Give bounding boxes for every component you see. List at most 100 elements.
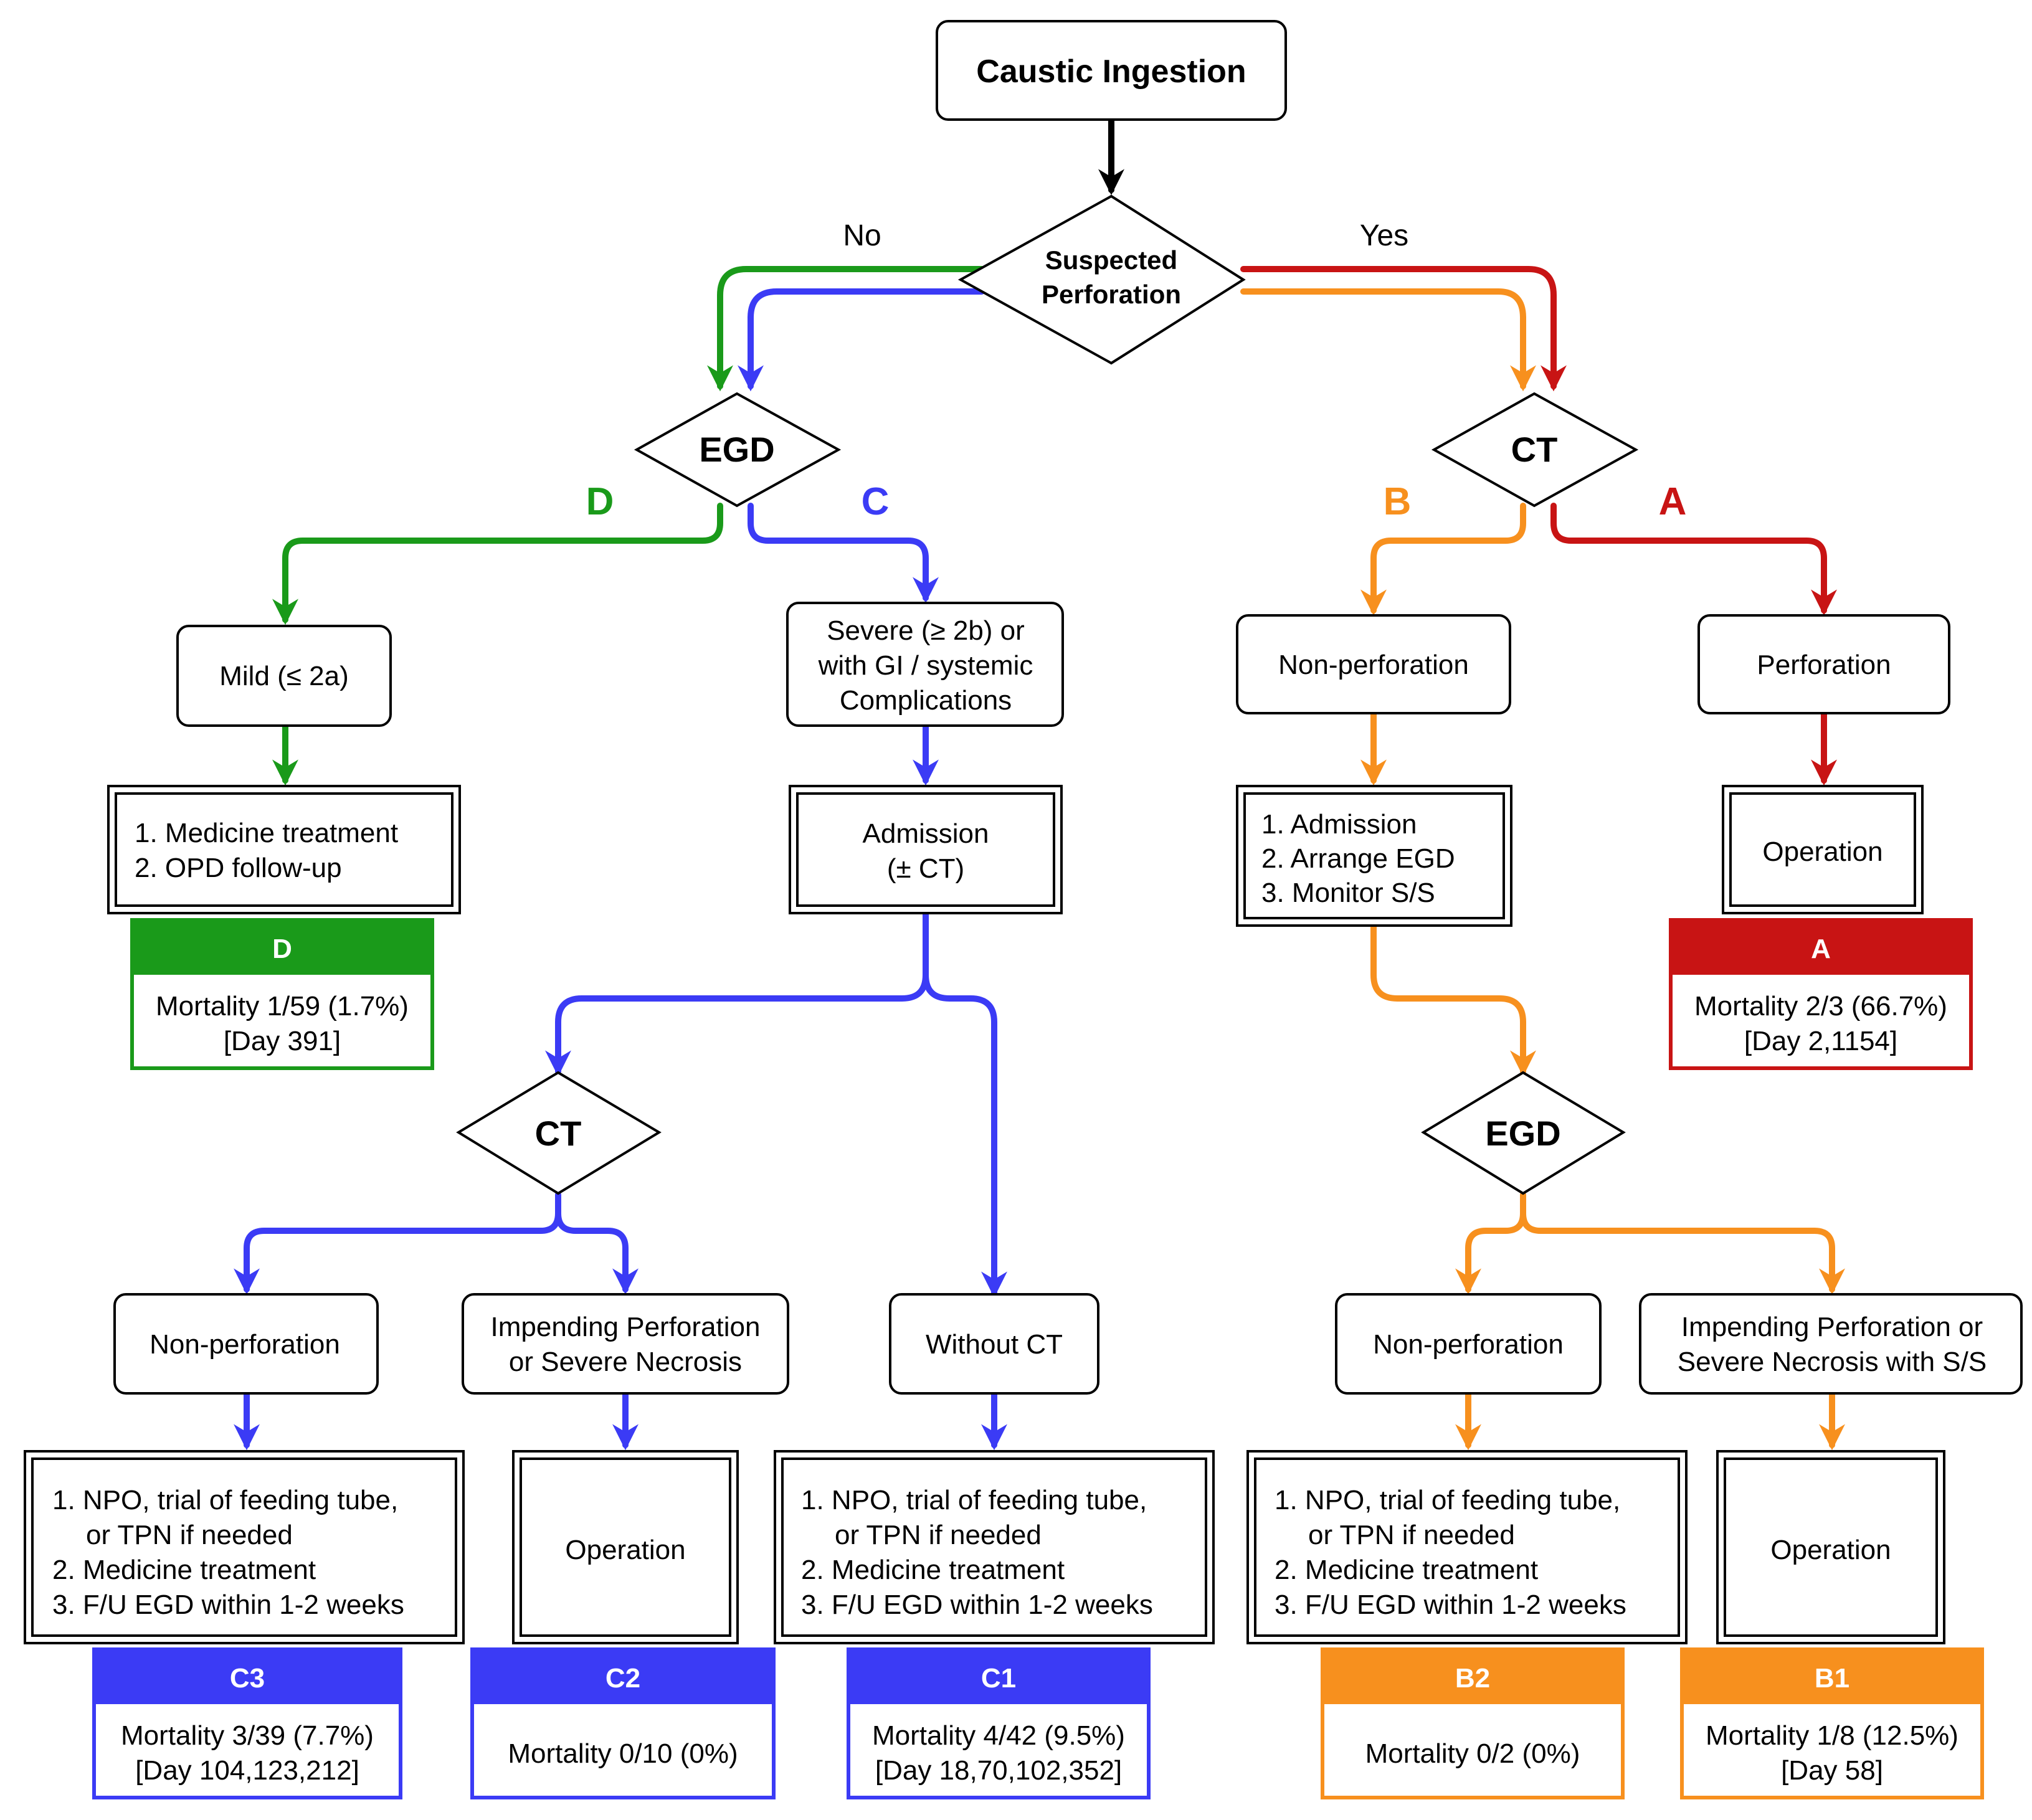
c1-plan-line3: 2. Medicine treatment <box>801 1555 1065 1585</box>
decision-label-line1: Suspected <box>1045 245 1177 275</box>
outcome-d-code: D <box>272 934 292 964</box>
outcome-b1-code: B1 <box>1815 1663 1849 1694</box>
arrow-egd-to-b-impending <box>1520 1210 1845 1295</box>
outcome-c3-line1: Mortality 3/39 (7.7%) <box>121 1720 374 1751</box>
b2-plan-line2: or TPN if needed <box>1308 1520 1515 1550</box>
b2-plan-line4: 3. F/U EGD within 1-2 weeks <box>1275 1590 1626 1620</box>
outcome-c3-line2: [Day 104,123,212] <box>135 1755 359 1786</box>
ct-diamond-right <box>1431 392 1639 508</box>
c2-operation-label: Operation <box>565 1535 685 1565</box>
c1-plan-line2: or TPN if needed <box>835 1520 1042 1550</box>
admission-line1: Admission <box>863 818 989 849</box>
no-label: No <box>843 219 881 252</box>
ct-right-label: CT <box>1511 430 1558 469</box>
c1-plan-line4: 3. F/U EGD within 1-2 weeks <box>801 1590 1153 1620</box>
arrow-ct-to-perf <box>1550 503 1837 616</box>
outcome-b2-line1: Mortality 0/2 (0%) <box>1365 1738 1580 1769</box>
start-node <box>936 20 1287 121</box>
without-ct-label: Without CT <box>926 1329 1063 1360</box>
egd-diamond-right <box>1421 1071 1626 1195</box>
b-impending-box <box>1639 1293 2023 1395</box>
outcome-a <box>1669 918 1973 1070</box>
without-ct-box <box>889 1293 1099 1395</box>
ct-mid-label: CT <box>535 1114 582 1153</box>
admission-line2: (± CT) <box>887 853 964 884</box>
outcome-c1-line2: [Day 18,70,102,352] <box>875 1755 1122 1786</box>
outcome-c1 <box>847 1647 1151 1799</box>
a-operation-box <box>1722 785 1924 914</box>
start-label: Caustic Ingestion <box>976 54 1246 90</box>
arrow-admission-to-ct <box>545 911 929 1077</box>
c3-plan-box <box>24 1450 465 1644</box>
decision-diamond <box>957 194 1246 365</box>
b1-operation-label: Operation <box>1770 1535 1891 1565</box>
egd-diamond-left <box>634 392 842 508</box>
severe-line1: Severe (≥ 2b) or <box>827 615 1025 646</box>
outcome-c1-line1: Mortality 4/42 (9.5%) <box>872 1720 1125 1751</box>
pathway-label-d: D <box>586 480 614 523</box>
outcome-d-line1: Mortality 1/59 (1.7%) <box>156 991 409 1021</box>
pathway-label-b: B <box>1384 480 1412 523</box>
outcome-d-line2: [Day 391] <box>224 1026 341 1056</box>
outcome-c2-line1: Mortality 0/10 (0%) <box>508 1738 738 1769</box>
c-impending-line1: Impending Perforation <box>491 1312 761 1342</box>
arrow-yes-orange <box>1240 288 1536 392</box>
outcome-b1 <box>1680 1647 1984 1799</box>
arrow-ct-to-c-impending <box>555 1210 639 1295</box>
nonperf-top-box <box>1236 614 1511 714</box>
d-treatment-line2: 2. OPD follow-up <box>135 853 342 883</box>
a-operation-label: Operation <box>1762 837 1882 867</box>
c-impending-box <box>462 1293 789 1395</box>
c3-plan-line4: 3. F/U EGD within 1-2 weeks <box>52 1590 404 1620</box>
severe-line2: with GI / systemic <box>818 650 1033 681</box>
severe-box <box>786 602 1064 727</box>
outcome-c3-code: C3 <box>230 1663 265 1694</box>
c2-operation-box <box>512 1450 739 1644</box>
arrow-plan-to-egd <box>1370 923 1536 1077</box>
arrow-egd-to-severe <box>748 503 939 604</box>
c1-plan-box <box>774 1450 1215 1644</box>
mild-box <box>176 625 392 727</box>
outcome-a-line1: Mortality 2/3 (66.7%) <box>1694 991 1947 1021</box>
outcome-c2 <box>470 1647 776 1799</box>
b-plan-line2: 2. Arrange EGD <box>1261 843 1455 874</box>
arrow-admission-to-without-ct <box>923 972 1007 1298</box>
outcome-a-line2: [Day 2,1154] <box>1744 1026 1897 1056</box>
decision-label-line2: Perforation <box>1042 280 1181 309</box>
outcome-c2-code: C2 <box>605 1663 640 1694</box>
outcome-b2-code: B2 <box>1455 1663 1490 1694</box>
admission-box <box>789 785 1063 914</box>
b-nonperf-box <box>1335 1293 1602 1395</box>
yes-label: Yes <box>1360 219 1408 252</box>
b1-operation-box <box>1716 1450 1945 1644</box>
b-impending-line2: Severe Necrosis with S/S <box>1678 1347 1987 1377</box>
arrow-egd-to-mild <box>272 503 723 625</box>
arrow-no-blue <box>738 288 985 392</box>
pathway-label-c: C <box>862 480 890 523</box>
mild-label: Mild (≤ 2a) <box>219 661 349 691</box>
egd-right-label: EGD <box>1485 1114 1560 1153</box>
b2-plan-line3: 2. Medicine treatment <box>1275 1555 1538 1585</box>
arrow-ct-to-nonperf <box>1360 503 1526 616</box>
c-nonperf-label: Non-perforation <box>150 1329 340 1360</box>
c1-plan-line1: 1. NPO, trial of feeding tube, <box>801 1485 1147 1515</box>
perf-top-box <box>1697 614 1950 714</box>
outcome-b1-line1: Mortality 1/8 (12.5%) <box>1706 1720 1958 1751</box>
b-plan-line1: 1. Admission <box>1261 809 1417 840</box>
egd-left-label: EGD <box>699 430 774 469</box>
nonperf-top-label: Non-perforation <box>1278 650 1469 680</box>
b-plan-line3: 3. Monitor S/S <box>1261 878 1435 908</box>
b-impending-line1: Impending Perforation or <box>1681 1312 1983 1342</box>
d-treatment-box <box>107 785 461 914</box>
outcome-d <box>130 918 434 1070</box>
b2-plan-box <box>1246 1450 1688 1644</box>
outcome-c3 <box>92 1647 402 1799</box>
ct-diamond-mid <box>456 1071 662 1195</box>
perf-top-label: Perforation <box>1757 650 1891 680</box>
outcome-c1-code: C1 <box>981 1663 1016 1694</box>
arrow-ct-to-c-nonperf <box>234 1192 561 1295</box>
c-nonperf-box <box>113 1293 379 1395</box>
c3-plan-line1: 1. NPO, trial of feeding tube, <box>52 1485 398 1515</box>
